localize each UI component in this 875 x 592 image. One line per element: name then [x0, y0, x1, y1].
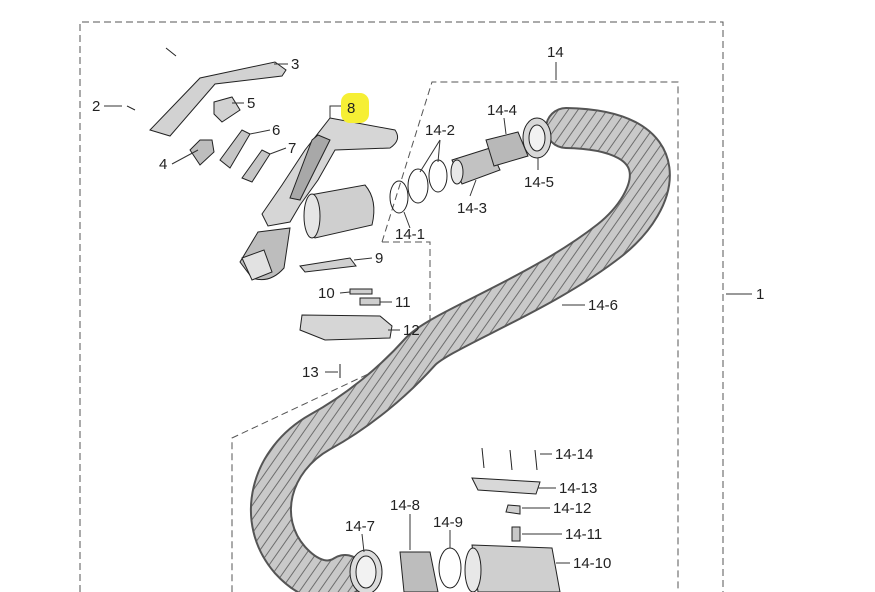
label-14-10: 14-10 [573, 555, 611, 572]
label-14-14: 14-14 [555, 446, 593, 463]
label-12: 12 [403, 322, 420, 339]
label-11: 11 [395, 294, 411, 311]
flexible-hose-part [249, 107, 671, 592]
label-2: 2 [92, 98, 100, 115]
label-14-3: 14-3 [457, 200, 487, 217]
label-14-11: 14-11 [565, 526, 602, 543]
label-1: 1 [756, 286, 764, 303]
label-14-6: 14-6 [588, 297, 618, 314]
label-14-12: 14-12 [553, 500, 591, 517]
label-5: 5 [247, 95, 255, 112]
small-parts-middle [299, 257, 393, 378]
label-14: 14 [547, 44, 564, 61]
assembly-outline [79, 21, 724, 592]
label-14-9: 14-9 [433, 514, 463, 531]
label-7: 7 [288, 140, 296, 157]
leader-lines [104, 62, 752, 564]
part-labels: 1 2 3 4 5 6 7 8 9 10 11 12 13 14 14-1 14… [92, 44, 764, 572]
label-14-7: 14-7 [345, 518, 375, 535]
label-13: 13 [302, 364, 319, 381]
label-8-highlight [341, 93, 369, 123]
label-14-8: 14-8 [390, 497, 420, 514]
hose-fittings-upper [389, 117, 552, 214]
label-4: 4 [159, 156, 167, 173]
label-6: 6 [272, 122, 280, 139]
label-14-13: 14-13 [559, 480, 597, 497]
label-10: 10 [318, 285, 335, 302]
handle-assembly-part [239, 117, 399, 281]
label-8: 8 [347, 100, 355, 117]
small-parts-top [126, 47, 287, 183]
hose-fittings-lower [349, 447, 561, 592]
label-14-1: 14-1 [395, 226, 425, 243]
label-9: 9 [375, 250, 383, 267]
label-14-4: 14-4 [487, 102, 517, 119]
label-14-2: 14-2 [425, 122, 455, 139]
label-14-5: 14-5 [524, 174, 554, 191]
hose-group-outline [231, 81, 679, 592]
label-3: 3 [291, 56, 299, 73]
